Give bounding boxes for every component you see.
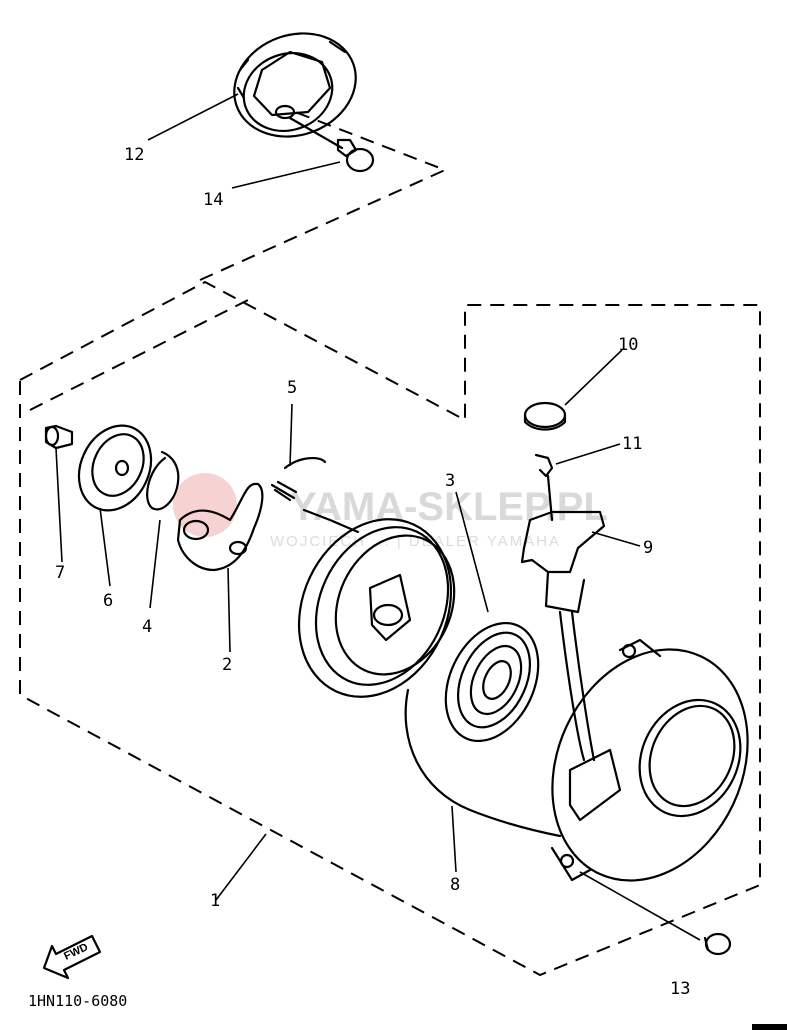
callout-2: 2	[222, 655, 232, 675]
part-5-spring	[270, 456, 327, 502]
part-4-spring-clip	[146, 450, 180, 511]
part-8-rope	[404, 688, 562, 838]
part-7-screw	[44, 424, 74, 450]
watermark-brand: YAMA-SKLEP.PL	[290, 485, 608, 529]
callout-9: 9	[643, 538, 653, 558]
assembly-outline	[19, 109, 761, 977]
callout-12: 12	[124, 145, 144, 165]
callouts: 12 14 5 10 11 3 9 7 6 4 2 1 8 13	[55, 145, 690, 999]
callout-8: 8	[450, 875, 460, 895]
watermark-logo-icon	[173, 473, 237, 537]
callout-6: 6	[103, 591, 113, 611]
callout-1: 1	[210, 891, 220, 911]
diagram-code: 1HN110-6080	[28, 992, 127, 1010]
callout-3: 3	[445, 471, 455, 491]
starter-case	[550, 638, 749, 882]
callout-5: 5	[287, 378, 297, 398]
part-10-cap	[523, 401, 567, 431]
corner-mark	[752, 1024, 787, 1030]
part-6-plate	[77, 424, 153, 512]
callout-10: 10	[618, 335, 638, 355]
part-12-drive-plate	[233, 32, 357, 138]
callout-14: 14	[203, 190, 223, 210]
part-2-guide	[176, 482, 360, 572]
part-9-handle	[520, 510, 606, 762]
callout-4: 4	[142, 617, 152, 637]
leader-lines	[55, 93, 701, 941]
part-3-recoil-spring	[444, 621, 540, 743]
callout-11: 11	[622, 434, 642, 454]
reel-pulley	[297, 518, 456, 698]
fwd-arrow: FWD	[42, 934, 102, 980]
callout-7: 7	[55, 563, 65, 583]
part-14-bolt	[288, 116, 375, 173]
part-13-bolt	[703, 932, 732, 956]
callout-13: 13	[670, 979, 690, 999]
